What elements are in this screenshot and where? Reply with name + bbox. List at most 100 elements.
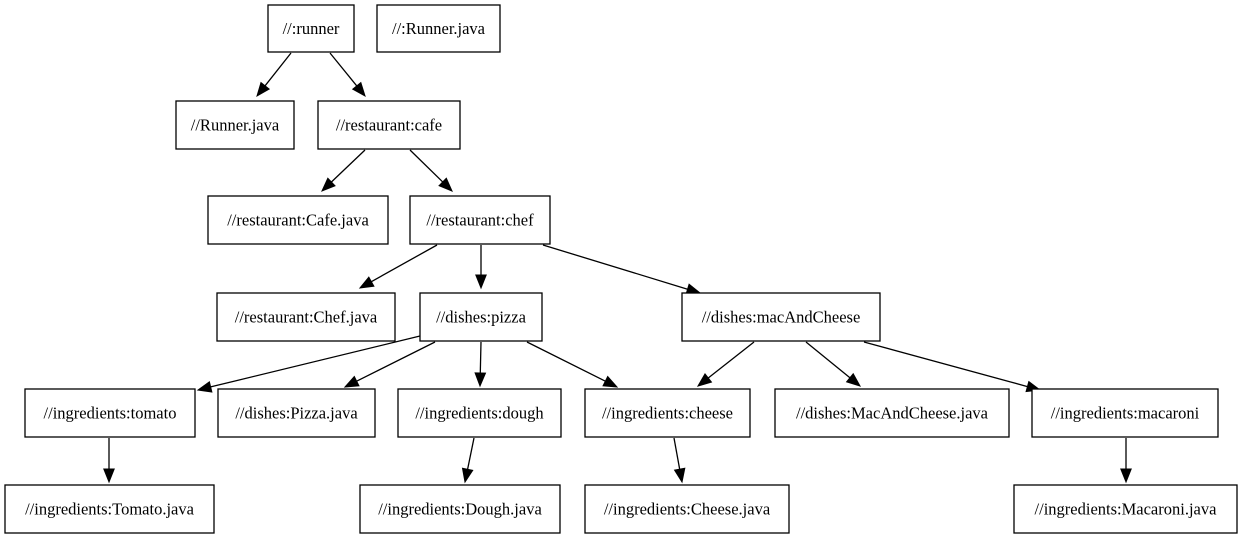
node-runner-java[interactable]: //Runner.java: [175, 100, 295, 150]
node-box: [4, 484, 215, 534]
edge-line: [329, 52, 358, 87]
node-label: //ingredients:cheese: [602, 404, 733, 423]
arrowhead: [602, 375, 619, 388]
edge-pizza-to-dough: [474, 341, 487, 388]
edges-layer: [103, 52, 1132, 484]
node-box: [267, 4, 355, 53]
edge-line: [466, 437, 475, 470]
edge-line: [707, 341, 755, 379]
node-label: //ingredients:dough: [415, 404, 544, 423]
edge-macaroni-to-macaroni_java: [1120, 438, 1132, 484]
arrowhead: [438, 177, 453, 192]
node-dough-java[interactable]: //ingredients:Dough.java: [359, 484, 561, 534]
node-box: [317, 100, 461, 150]
edge-line: [526, 341, 606, 382]
node-box: [24, 388, 196, 438]
edge-line: [330, 149, 366, 183]
node-chef-java[interactable]: //restaurant:Chef.java: [216, 292, 396, 342]
node-box: [376, 4, 501, 53]
node-box: [1031, 388, 1219, 438]
node-box: [409, 195, 551, 245]
edge-line: [371, 244, 438, 283]
node-cafe-java[interactable]: //restaurant:Cafe.java: [207, 195, 389, 245]
edge-chef-to-chef_java: [358, 244, 438, 289]
node-runner[interactable]: //:runner: [267, 4, 355, 53]
node-box: [359, 484, 561, 534]
node-chef[interactable]: //restaurant:chef: [409, 195, 551, 245]
arrowhead: [358, 276, 375, 289]
edge-line: [356, 341, 436, 382]
node-box: [175, 100, 295, 150]
node-pizza[interactable]: //dishes:pizza: [419, 292, 543, 342]
arrowhead: [343, 375, 360, 388]
node-macaroni-java[interactable]: //ingredients:Macaroni.java: [1013, 484, 1238, 534]
node-box: [1013, 484, 1238, 534]
node-label: //ingredients:Cheese.java: [604, 500, 771, 519]
node-pizza-java[interactable]: //dishes:Pizza.java: [217, 388, 376, 438]
arrowhead: [475, 274, 487, 290]
node-macandcheese-java[interactable]: //dishes:MacAndCheese.java: [774, 388, 1010, 438]
node-label: //ingredients:Tomato.java: [25, 500, 195, 519]
node-cheese[interactable]: //ingredients:cheese: [584, 388, 751, 438]
node-label: //restaurant:Cafe.java: [227, 211, 369, 230]
edge-runner-to-runner_java: [256, 52, 292, 98]
edge-chef-to-pizza: [475, 245, 487, 290]
edge-cafe-to-cafe_java: [321, 149, 366, 192]
arrowhead: [103, 468, 115, 484]
node-tomato-java[interactable]: //ingredients:Tomato.java: [4, 484, 215, 534]
node-box: [419, 292, 543, 342]
edge-pizza-to-tomato: [196, 335, 421, 393]
node-box: [207, 195, 389, 245]
node-macandcheese[interactable]: //dishes:macAndCheese: [681, 292, 881, 342]
node-runner-java-root[interactable]: //:Runner.java: [376, 4, 501, 53]
arrowhead: [845, 372, 862, 387]
arrowhead: [696, 372, 713, 387]
edge-line: [264, 52, 292, 87]
node-label: //dishes:Pizza.java: [235, 404, 358, 423]
edge-tomato-to-tomato_java: [103, 438, 115, 484]
edge-line: [409, 149, 444, 183]
node-label: //:Runner.java: [392, 19, 486, 38]
node-label: //dishes:pizza: [436, 308, 526, 327]
node-macaroni[interactable]: //ingredients:macaroni: [1031, 388, 1219, 438]
node-label: //dishes:macAndCheese: [702, 308, 861, 327]
edge-line: [863, 341, 1028, 388]
node-box: [217, 388, 376, 438]
arrowhead: [1120, 468, 1132, 484]
arrowhead: [351, 81, 366, 98]
node-cheese-java[interactable]: //ingredients:Cheese.java: [584, 484, 790, 534]
node-label: //restaurant:Chef.java: [235, 308, 378, 327]
edge-cafe-to-chef: [409, 149, 453, 192]
node-label: //Runner.java: [191, 116, 280, 135]
edge-line: [673, 437, 681, 470]
node-label: //ingredients:Dough.java: [378, 500, 542, 519]
arrowhead: [196, 381, 213, 393]
arrowhead: [474, 372, 487, 388]
edge-macandcheese-to-cheese: [696, 341, 755, 387]
nodes-layer: //:runner //:Runner.java //Runner.java //re…: [4, 4, 1238, 534]
arrowhead: [673, 467, 686, 484]
node-box: [681, 292, 881, 342]
edge-chef-to-macandcheese: [542, 244, 702, 295]
node-cafe[interactable]: //restaurant:cafe: [317, 100, 461, 150]
edge-macandcheese-to-macandcheese_java: [805, 341, 862, 387]
node-tomato[interactable]: //ingredients:tomato: [24, 388, 196, 438]
edge-line: [210, 335, 421, 388]
edge-pizza-to-cheese: [526, 341, 619, 388]
arrowhead: [461, 467, 474, 484]
node-box: [397, 388, 562, 438]
node-box: [216, 292, 396, 342]
node-label: //ingredients:tomato: [44, 404, 177, 423]
node-box: [584, 484, 790, 534]
node-label: //:runner: [283, 19, 340, 38]
node-label: //dishes:MacAndCheese.java: [796, 404, 989, 423]
node-label: //restaurant:cafe: [336, 116, 442, 135]
edge-pizza-to-pizza_java: [343, 341, 436, 388]
node-label: //ingredients:Macaroni.java: [1035, 500, 1218, 519]
edge-line: [542, 244, 688, 290]
node-box: [584, 388, 751, 438]
edge-line: [805, 341, 851, 379]
edge-macandcheese-to-macaroni: [863, 341, 1042, 393]
node-dough[interactable]: //ingredients:dough: [397, 388, 562, 438]
